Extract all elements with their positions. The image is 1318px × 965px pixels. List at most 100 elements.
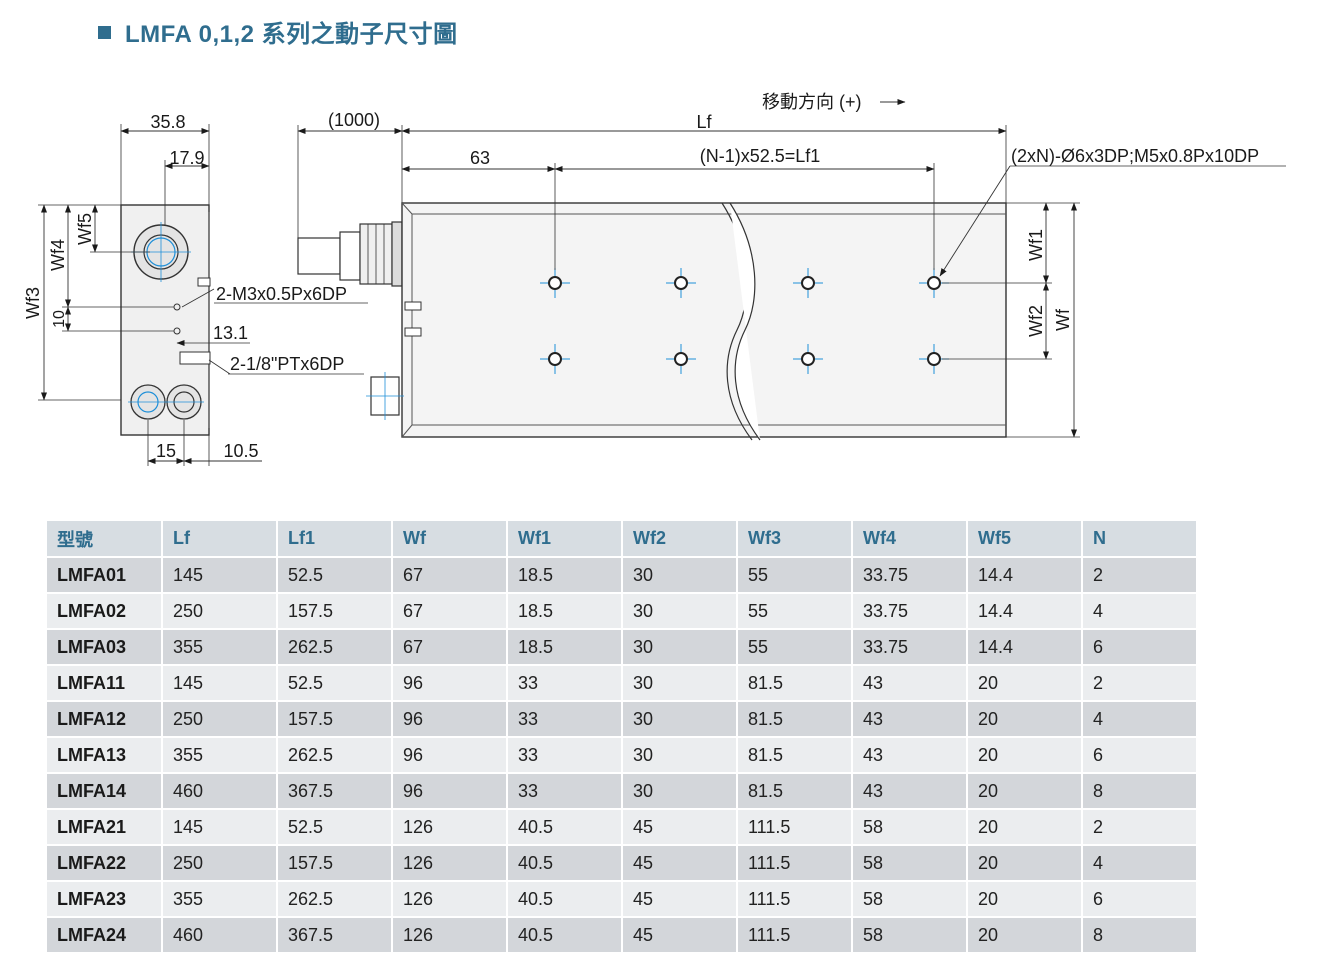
dim-13-1: 13.1 — [213, 323, 248, 343]
dim-10-5: 10.5 — [223, 441, 258, 461]
value-cell: 43 — [852, 701, 968, 738]
value-cell: 250 — [162, 593, 278, 630]
value-cell: 20 — [967, 917, 1083, 954]
value-cell: 33.75 — [852, 629, 968, 666]
value-cell: 33 — [507, 773, 623, 810]
value-cell: 52.5 — [277, 809, 393, 846]
dim-wf: Wf — [1053, 308, 1073, 331]
value-cell: 20 — [967, 665, 1083, 702]
value-cell: 55 — [737, 593, 853, 630]
value-cell: 81.5 — [737, 665, 853, 702]
value-cell: 145 — [162, 809, 278, 846]
value-cell: 81.5 — [737, 701, 853, 738]
value-cell: 460 — [162, 773, 278, 810]
mount-hole-icon — [548, 352, 562, 366]
value-cell: 4 — [1082, 593, 1198, 630]
value-cell: 40.5 — [507, 845, 623, 882]
value-cell: 18.5 — [507, 593, 623, 630]
value-cell: 33 — [507, 701, 623, 738]
dim-lf: Lf — [696, 112, 712, 132]
mount-hole-icon — [674, 352, 688, 366]
value-cell: 126 — [392, 917, 508, 954]
note-pt: 2-1/8"PTx6DP — [230, 354, 344, 374]
value-cell: 6 — [1082, 881, 1198, 918]
value-cell: 126 — [392, 809, 508, 846]
value-cell: 20 — [967, 881, 1083, 918]
value-cell: 20 — [967, 845, 1083, 882]
model-cell: LMFA22 — [47, 845, 163, 882]
table-header-row: 型號 Lf Lf1 Wf Wf1 Wf2 Wf3 Wf4 Wf5 N — [47, 521, 1198, 558]
col-header: Wf5 — [967, 521, 1083, 558]
value-cell: 81.5 — [737, 737, 853, 774]
col-header: Wf3 — [737, 521, 853, 558]
value-cell: 18.5 — [507, 557, 623, 594]
col-header: Lf1 — [277, 521, 393, 558]
value-cell: 6 — [1082, 737, 1198, 774]
model-cell: LMFA03 — [47, 629, 163, 666]
dim-cable: (1000) — [328, 110, 380, 130]
value-cell: 2 — [1082, 665, 1198, 702]
col-header: 型號 — [47, 521, 163, 558]
value-cell: 18.5 — [507, 629, 623, 666]
value-cell: 157.5 — [277, 701, 393, 738]
dim-wf3: Wf3 — [23, 287, 43, 319]
value-cell: 33.75 — [852, 593, 968, 630]
value-cell: 58 — [852, 917, 968, 954]
value-cell: 262.5 — [277, 629, 393, 666]
value-cell: 145 — [162, 557, 278, 594]
dim-wf5: Wf5 — [75, 213, 95, 245]
value-cell: 20 — [967, 809, 1083, 846]
value-cell: 111.5 — [737, 881, 853, 918]
mover-body — [401, 202, 1007, 438]
note-holes: (2xN)-Ø6x3DP;M5x0.8Px10DP — [1011, 146, 1259, 166]
dimension-drawing: 35.8 17.9 Wf5 Wf4 10 Wf3 2-M3x0.5Px6DP 1… — [23, 92, 1286, 466]
value-cell: 20 — [967, 701, 1083, 738]
dim-35-8: 35.8 — [150, 112, 185, 132]
value-cell: 14.4 — [967, 593, 1083, 630]
side-view: 35.8 17.9 Wf5 Wf4 10 Wf3 2-M3x0.5Px6DP 1… — [23, 112, 368, 466]
value-cell: 33 — [507, 665, 623, 702]
value-cell: 67 — [392, 557, 508, 594]
col-header: Wf — [392, 521, 508, 558]
value-cell: 355 — [162, 881, 278, 918]
value-cell: 67 — [392, 593, 508, 630]
value-cell: 145 — [162, 665, 278, 702]
value-cell: 45 — [622, 845, 738, 882]
value-cell: 33 — [507, 737, 623, 774]
value-cell: 81.5 — [737, 773, 853, 810]
model-cell: LMFA02 — [47, 593, 163, 630]
value-cell: 8 — [1082, 773, 1198, 810]
value-cell: 43 — [852, 665, 968, 702]
value-cell: 8 — [1082, 917, 1198, 954]
value-cell: 43 — [852, 773, 968, 810]
value-cell: 67 — [392, 629, 508, 666]
value-cell: 262.5 — [277, 737, 393, 774]
model-cell: LMFA23 — [47, 881, 163, 918]
value-cell: 33.75 — [852, 557, 968, 594]
value-cell: 96 — [392, 737, 508, 774]
model-cell: LMFA13 — [47, 737, 163, 774]
value-cell: 58 — [852, 881, 968, 918]
value-cell: 6 — [1082, 629, 1198, 666]
value-cell: 30 — [622, 629, 738, 666]
col-header: Wf1 — [507, 521, 623, 558]
mount-hole-icon — [927, 276, 941, 290]
section-title: LMFA 0,1,2 系列之動子尺寸圖 — [98, 14, 458, 49]
mount-hole-icon — [801, 276, 815, 290]
title-text: LMFA 0,1,2 系列之動子尺寸圖 — [125, 21, 458, 48]
value-cell: 20 — [967, 737, 1083, 774]
value-cell: 45 — [622, 917, 738, 954]
value-cell: 14.4 — [967, 629, 1083, 666]
col-header: Wf2 — [622, 521, 738, 558]
value-cell: 55 — [737, 557, 853, 594]
dim-17-9: 17.9 — [169, 148, 204, 168]
value-cell: 96 — [392, 701, 508, 738]
value-cell: 2 — [1082, 809, 1198, 846]
model-cell: LMFA24 — [47, 917, 163, 954]
dim-wf2: Wf2 — [1026, 305, 1046, 337]
value-cell: 367.5 — [277, 917, 393, 954]
